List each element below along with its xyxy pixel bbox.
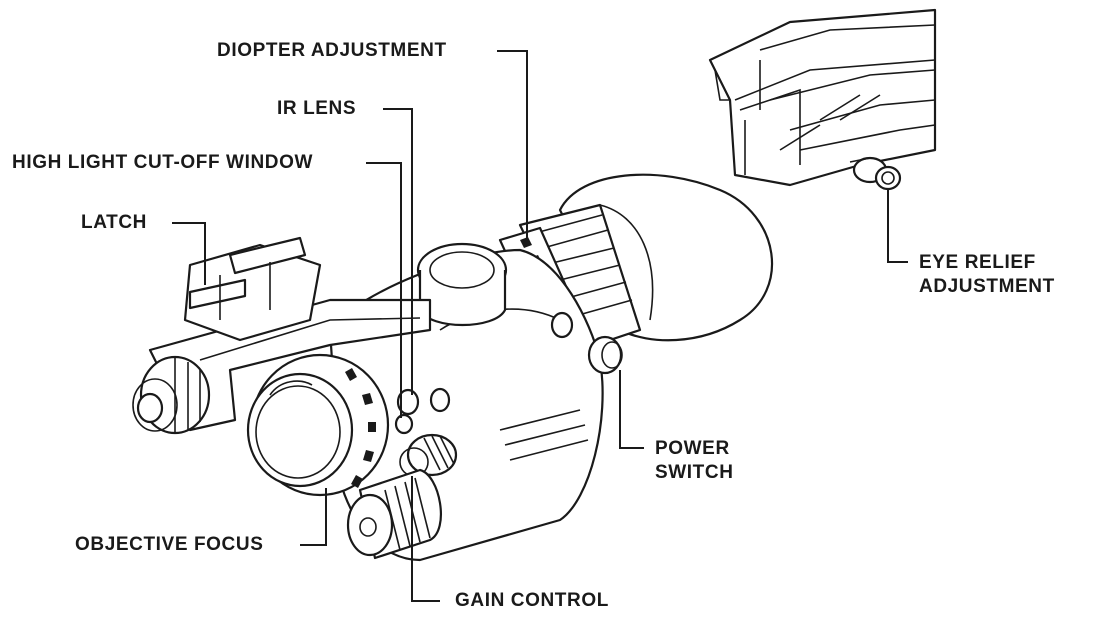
label-power-switch: POWER SWITCH: [655, 437, 734, 485]
label-diopter-adjustment: DIOPTER ADJUSTMENT: [217, 40, 447, 61]
label-objective-focus: OBJECTIVE FOCUS: [75, 534, 264, 555]
monocular-body: [132, 173, 773, 562]
ir-lens: [396, 388, 420, 416]
latch-mount: [183, 243, 322, 342]
leader-lines: [172, 50, 908, 602]
label-ir-lens: IR LENS: [277, 98, 357, 119]
label-power-line2: SWITCH: [655, 462, 734, 483]
eye-relief-inset: [708, 8, 937, 191]
label-latch: LATCH: [81, 212, 147, 233]
label-high-light-cut-off-window: HIGH LIGHT CUT-OFF WINDOW: [12, 152, 314, 173]
label-eye-relief-adjustment: EYE RELIEF ADJUSTMENT: [919, 251, 1055, 299]
label-eye-relief-line2: ADJUSTMENT: [919, 276, 1055, 297]
label-power-line1: POWER: [655, 438, 730, 459]
label-gain-control: GAIN CONTROL: [455, 590, 609, 611]
high-light-window: [394, 413, 414, 435]
label-eye-relief-line1: EYE RELIEF: [919, 252, 1036, 273]
power-switch-knob: [587, 335, 623, 375]
